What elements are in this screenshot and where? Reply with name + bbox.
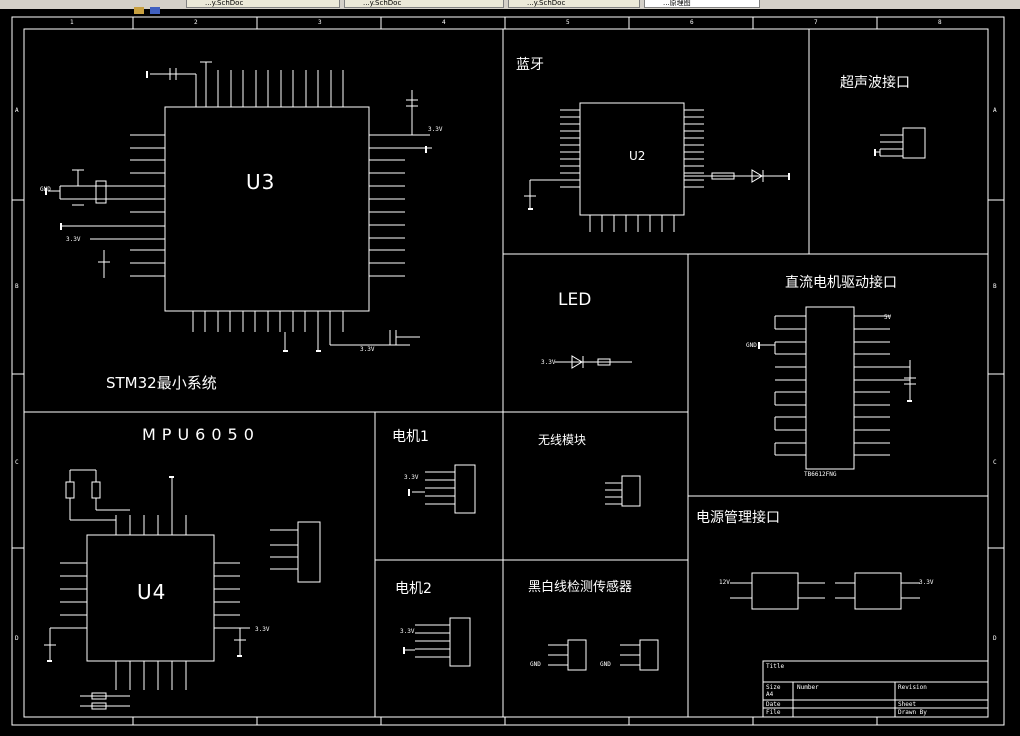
- ultrasonic-connector: [876, 127, 926, 159]
- title-block: [762, 660, 989, 718]
- net-33v-6: 3.3V: [255, 626, 270, 633]
- net-33v-7: 3.3V: [404, 474, 419, 481]
- zone-row-d: D: [15, 635, 19, 642]
- tab-sheet-1[interactable]: ...y.SchDoc: [186, 0, 340, 8]
- net-12v: 12V: [719, 579, 730, 586]
- net-33v-4: 3.3V: [541, 359, 556, 366]
- line-sensor-connectors: [548, 639, 659, 671]
- mpu-chip-label: U4: [137, 580, 167, 604]
- wireless-connector: [605, 475, 641, 507]
- toolbar-icons[interactable]: [128, 0, 172, 14]
- power-title: 电源管理接口: [696, 510, 780, 526]
- motor2-connector: [405, 617, 471, 667]
- zone-col-4: 4: [442, 19, 446, 26]
- power-regulators: [730, 572, 920, 610]
- drawing-area: [23, 28, 989, 718]
- ultrasonic-title: 超声波接口: [840, 75, 910, 91]
- zone-col-2: 2: [194, 19, 198, 26]
- zone-col-5: 5: [566, 19, 570, 26]
- net-gnd-2: GND: [746, 342, 757, 349]
- zone-ticks: [12, 17, 1004, 725]
- title-block-date: Date: [766, 701, 781, 708]
- wireless-title: 无线模块: [538, 433, 587, 447]
- schematic-canvas: [11, 16, 1005, 726]
- stm32-caption: STM32最小系统: [106, 374, 217, 392]
- line-sensor-title: 黑白线检测传感器: [528, 580, 633, 595]
- title-block-file: File: [766, 709, 781, 716]
- sheet-border: [11, 16, 1005, 726]
- zone-col-7: 7: [814, 19, 818, 26]
- folder-icon: [134, 7, 144, 14]
- tab-sheet-active[interactable]: ...原理图: [644, 0, 760, 8]
- ground-symbols: [45, 71, 912, 662]
- zone-row-c: C: [15, 459, 19, 466]
- net-5v-1: 5V: [884, 314, 892, 321]
- title-block-number: Number: [797, 684, 819, 691]
- title-block-size: Size: [766, 684, 781, 691]
- title-block-drawn-by: Drawn By: [898, 709, 927, 716]
- stm32-chip-label: U3: [246, 170, 276, 194]
- stm32-bottom-caps: [284, 330, 420, 352]
- net-33v-2: 3.3V: [428, 126, 443, 133]
- zone-row-a: A: [15, 107, 19, 114]
- net-33v-3: 3.3V: [360, 346, 375, 353]
- bluetooth-title: 蓝牙: [516, 57, 544, 73]
- zone-col-1: 1: [70, 19, 74, 26]
- mpu6050-chip-u4: [44, 469, 250, 710]
- mpu-title: MPU6050: [142, 425, 260, 444]
- motor-driver-chip: [760, 306, 916, 470]
- net-33v-1: 3.3V: [66, 236, 81, 243]
- motor-driver-title: 直流电机驱动接口: [785, 275, 897, 291]
- net-gnd-3: GND: [530, 661, 541, 668]
- title-block-title: Title: [766, 663, 785, 670]
- bluetooth-chip-label: U2: [629, 149, 646, 163]
- zone-row-b-right: B: [993, 283, 997, 290]
- motor1-title: 电机1: [392, 429, 429, 445]
- bluetooth-chip-u2: [524, 102, 790, 232]
- section-dividers: [24, 29, 988, 717]
- led-title: LED: [558, 290, 592, 310]
- zone-row-b: B: [15, 283, 19, 290]
- title-block-revision: Revision: [898, 684, 927, 691]
- led-circuit: [555, 355, 632, 369]
- mpu-connector: [270, 521, 321, 583]
- document-tab-bar: ...y.SchDoc ...y.SchDoc ...y.SchDoc ...原…: [0, 0, 1020, 14]
- zone-col-3: 3: [318, 19, 322, 26]
- title-block-size-val: A4: [766, 691, 774, 698]
- zone-col-8: 8: [938, 19, 942, 26]
- motor2-title: 电机2: [395, 581, 432, 597]
- net-33v-8: 3.3V: [400, 628, 415, 635]
- net-33v-5: 3.3V: [919, 579, 934, 586]
- zone-row-a-right: A: [993, 107, 997, 114]
- title-block-sheet: Sheet: [898, 701, 917, 708]
- stm32-chip-u3: [90, 70, 420, 332]
- net-gnd-1: GND: [40, 186, 51, 193]
- zone-row-d-right: D: [993, 635, 997, 642]
- tab-sheet-3[interactable]: ...y.SchDoc: [508, 0, 640, 8]
- cube-icon: [150, 7, 160, 14]
- motor1-connector: [412, 464, 476, 514]
- stm32-crystal-circuit: [48, 169, 130, 278]
- net-gnd-4: GND: [600, 661, 611, 668]
- motor-driver-part: TB6612FNG: [804, 471, 837, 478]
- zone-col-6: 6: [690, 19, 694, 26]
- tab-sheet-2[interactable]: ...y.SchDoc: [344, 0, 504, 8]
- zone-row-c-right: C: [993, 459, 997, 466]
